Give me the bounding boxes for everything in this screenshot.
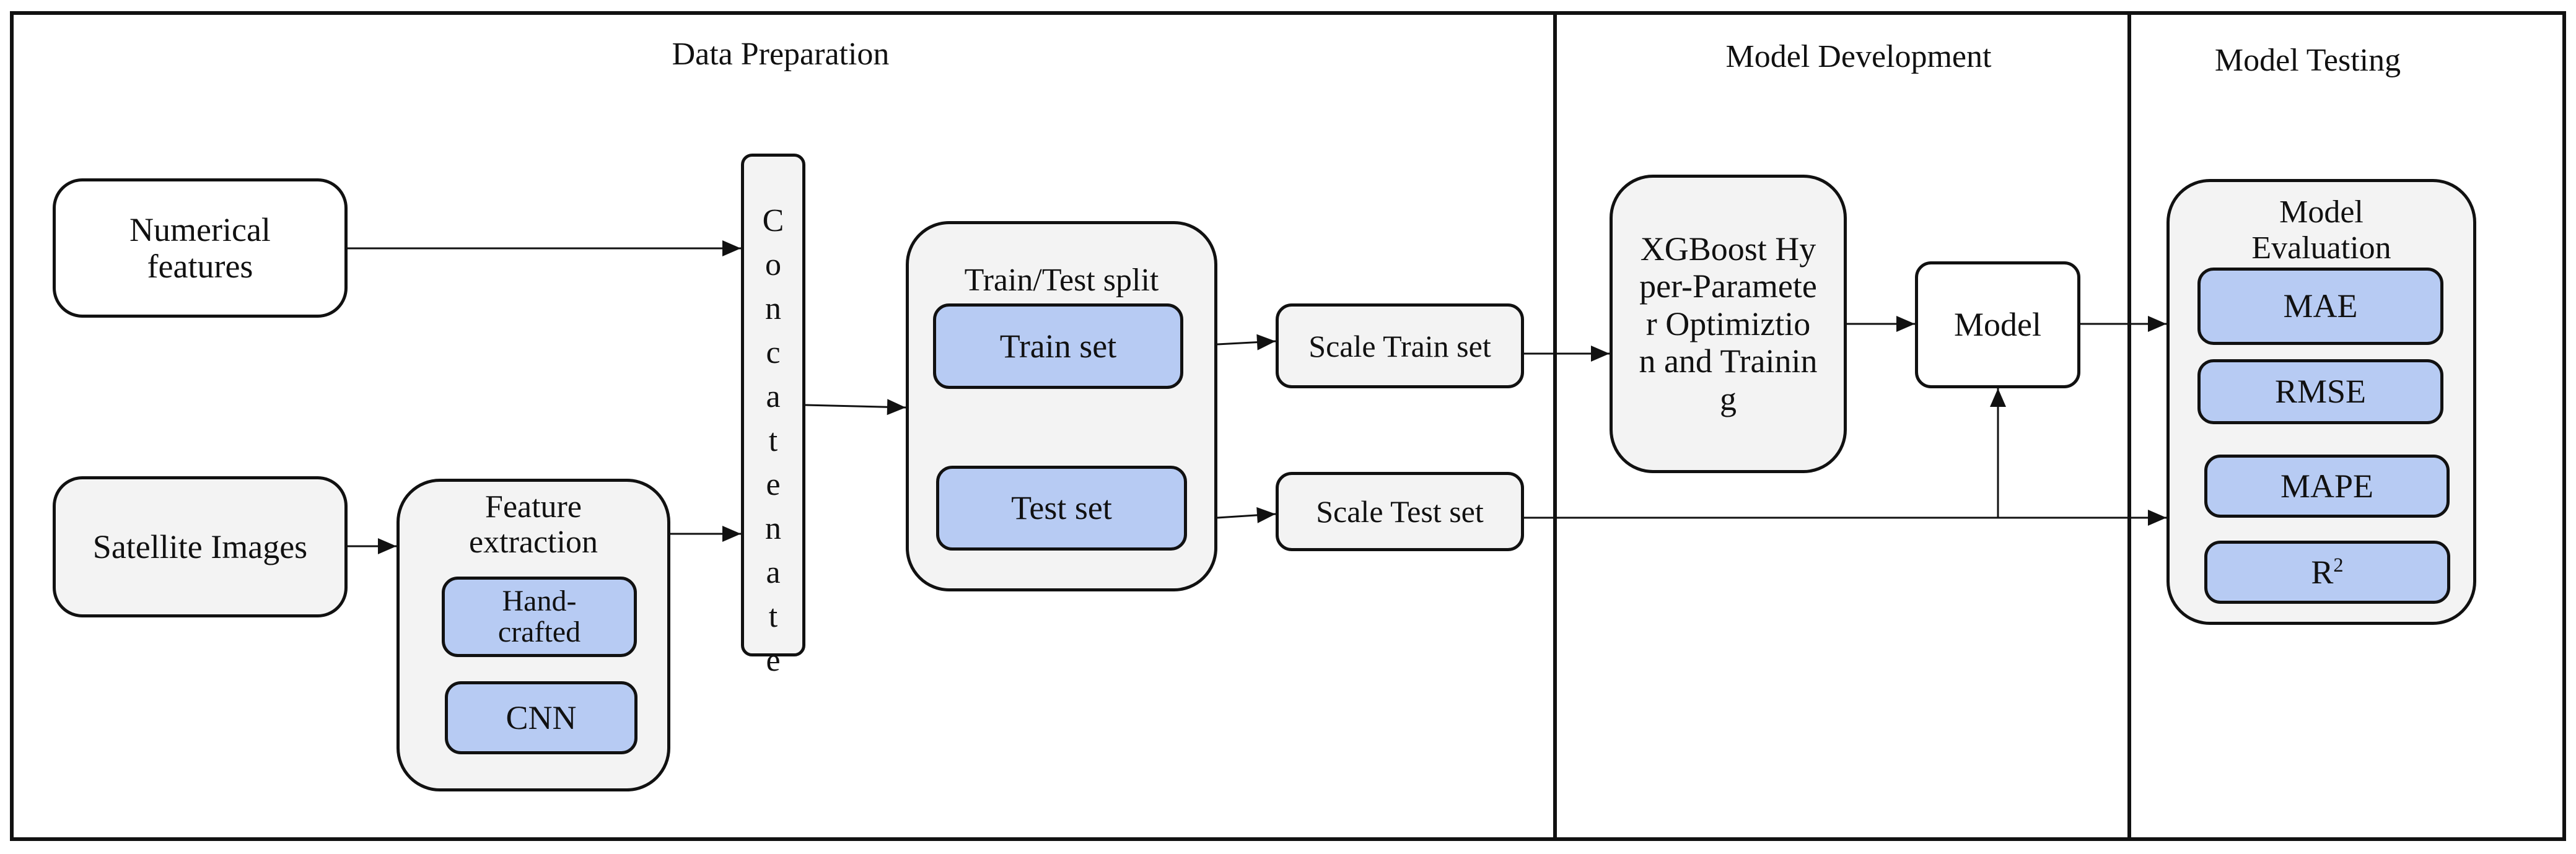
cnn-box: CNN — [445, 681, 637, 754]
numerical-features-label: Numerical features — [129, 211, 271, 285]
arrow-test-set-to-scale-test-head — [1256, 507, 1276, 523]
train-test-split-title: Train/Test split — [964, 263, 1159, 298]
train-set-label: Train set — [999, 327, 1117, 365]
satellite-images-label: Satellite Images — [92, 528, 308, 565]
mae-box: MAE — [2197, 268, 2443, 345]
cnn-label: CNN — [506, 699, 577, 736]
model-evaluation-title: Model Evaluation — [2251, 194, 2391, 266]
hand-crafted-label: Hand-crafted — [497, 584, 581, 648]
xgboost-training-label: XGBoost Hyper-Parameter Optimiztion and … — [1639, 230, 1818, 417]
test-set-box: Test set — [936, 466, 1187, 551]
xgboost-training-box: XGBoost Hyper-Parameter Optimiztion and … — [1610, 175, 1847, 473]
test-set-label: Test set — [1011, 489, 1112, 527]
mape-label: MAPE — [2280, 467, 2374, 505]
arrow-feature-extraction-to-concatenate-head — [722, 526, 741, 542]
model-label: Model — [1954, 306, 2041, 344]
diagram-frame — [10, 11, 2566, 841]
scale-test-set-box: Scale Test set — [1276, 472, 1524, 551]
section-title-model-testing: Model Testing — [2214, 43, 2401, 78]
scale-train-set-box: Scale Train set — [1276, 303, 1524, 388]
arrow-numerical-to-concatenate-head — [722, 240, 741, 256]
scale-test-set-label: Scale Test set — [1316, 494, 1484, 529]
satellite-images-box: Satellite Images — [53, 476, 348, 617]
divider-testing — [2127, 11, 2131, 841]
rmse-box: RMSE — [2197, 359, 2443, 424]
arrow-junction-to-evaluation-head — [2148, 510, 2166, 526]
arrow-model-to-evaluation-head — [2148, 316, 2166, 332]
hand-crafted-box: Hand-crafted — [442, 577, 637, 657]
r2-box: R2 — [2204, 541, 2450, 604]
divider-development — [1553, 11, 1557, 841]
model-box: Model — [1915, 261, 2080, 388]
arrow-train-set-to-scale-train-head — [1256, 334, 1276, 351]
mae-label: MAE — [2283, 287, 2358, 325]
arrow-scale-train-to-xgboost-head — [1591, 346, 1610, 362]
train-set-box: Train set — [933, 303, 1183, 389]
arrow-junction-to-model-head — [1990, 388, 2006, 407]
arrow-xgboost-to-model-head — [1896, 316, 1915, 332]
rmse-label: RMSE — [2274, 373, 2367, 411]
numerical-features-box: Numerical features — [53, 178, 348, 318]
arrow-concatenate-to-split-head — [887, 399, 906, 416]
section-title-model-development: Model Development — [1725, 39, 1992, 74]
scale-train-set-label: Scale Train set — [1308, 328, 1491, 364]
r2-label: R2 — [2311, 553, 2344, 591]
mape-box: MAPE — [2204, 455, 2450, 518]
section-title-data-preparation: Data Preparation — [672, 37, 890, 72]
feature-extraction-title: Feature extraction — [469, 489, 598, 560]
arrow-satellite-to-feature-extraction-head — [378, 538, 396, 554]
